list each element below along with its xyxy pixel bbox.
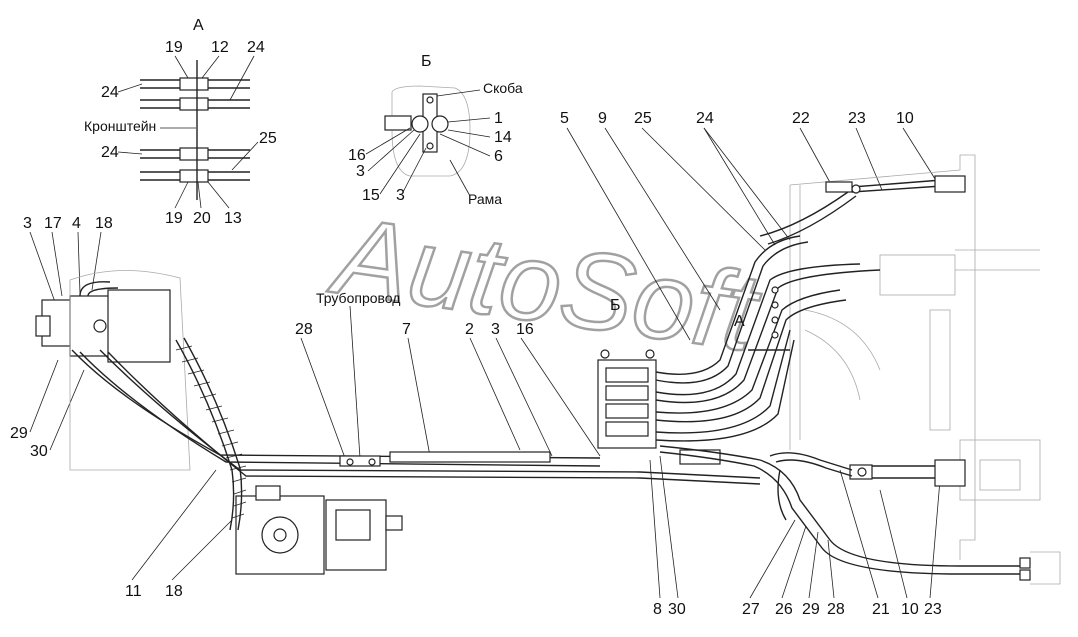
callout-10-bottom: 10	[901, 601, 919, 618]
callout-10-top: 10	[896, 110, 914, 127]
callout-26: 26	[775, 601, 793, 618]
pipeline-label: Трубопровод	[316, 290, 400, 306]
view-marker-b: Б	[610, 297, 621, 314]
callout-29-bottom: 29	[802, 601, 820, 618]
view-b-callout-1: 1	[494, 110, 503, 127]
pump-assembly	[35, 270, 191, 471]
callout-23-bottom: 23	[924, 601, 942, 618]
callout-3-left: 3	[23, 215, 32, 232]
view-a-callout-25: 25	[259, 130, 277, 147]
view-a-callout-12: 12	[211, 39, 229, 56]
lower-hydraulic-cylinder	[849, 459, 966, 487]
view-a-callout-13: 13	[224, 210, 242, 227]
view-b-detail: Б Скоба 1 14 6 16 3 15 3 Рама	[348, 53, 523, 207]
callout-7: 7	[402, 321, 411, 338]
callout-24: 24	[696, 110, 714, 127]
view-b-callout-15: 15	[362, 187, 380, 204]
view-a-callout-24-left-top: 24	[101, 84, 119, 101]
view-a-callout-24-top: 24	[247, 39, 265, 56]
view-a-callout-19-top: 19	[165, 39, 183, 56]
lower-gearbox	[235, 485, 403, 575]
view-b-callout-3-bottom: 3	[396, 187, 405, 204]
callout-22: 22	[792, 110, 810, 127]
view-a-callout-19-bottom: 19	[165, 210, 183, 227]
callout-9: 9	[598, 110, 607, 127]
spiral-hose	[175, 337, 247, 531]
callout-18-top: 18	[95, 215, 113, 232]
view-b-callout-16: 16	[348, 147, 366, 164]
watermark: AutoSoft	[323, 193, 768, 375]
frame-label: Рама	[468, 191, 502, 207]
callout-17: 17	[44, 215, 62, 232]
callout-8: 8	[653, 601, 662, 618]
callout-29-left: 29	[10, 425, 28, 442]
callout-30-left: 30	[30, 443, 48, 460]
callout-23-top: 23	[848, 110, 866, 127]
callout-2: 2	[465, 321, 474, 338]
callout-25: 25	[634, 110, 652, 127]
view-b-title: Б	[421, 53, 432, 70]
callout-30-bottom: 30	[668, 601, 686, 618]
callout-3-mid: 3	[491, 321, 500, 338]
control-valve-block	[597, 349, 721, 465]
callout-28-bottom: 28	[827, 601, 845, 618]
callout-4: 4	[72, 215, 81, 232]
view-a-callout-24-left-bottom: 24	[101, 144, 119, 161]
view-a-detail: А 19 12 24 24 Кронштейн 25 24 19 20 13	[84, 17, 277, 227]
callout-21: 21	[872, 601, 890, 618]
clamp-label: Скоба	[483, 80, 523, 96]
callout-27: 27	[742, 601, 760, 618]
pipeline-bundle	[71, 191, 1061, 585]
callout-28-mid: 28	[295, 321, 313, 338]
view-a-callout-20: 20	[193, 210, 211, 227]
view-b-callout-6: 6	[494, 148, 503, 165]
view-b-callout-14: 14	[494, 129, 512, 146]
view-a-pipes	[117, 55, 259, 209]
view-a-title: А	[193, 17, 204, 34]
view-b-callout-3-left: 3	[356, 163, 365, 180]
bracket-label: Кронштейн	[84, 118, 156, 134]
callout-11: 11	[125, 583, 142, 600]
leader-lines	[29, 127, 941, 599]
upper-hydraulic-cylinder	[825, 175, 966, 194]
callout-16-mid: 16	[516, 321, 534, 338]
main-assembly: 5 9 25 24 22 23 10 3 17 4 18 Трубопровод…	[10, 110, 1061, 618]
view-marker-a: А	[734, 313, 745, 330]
callout-5: 5	[560, 110, 569, 127]
callout-18-bottom: 18	[165, 583, 183, 600]
